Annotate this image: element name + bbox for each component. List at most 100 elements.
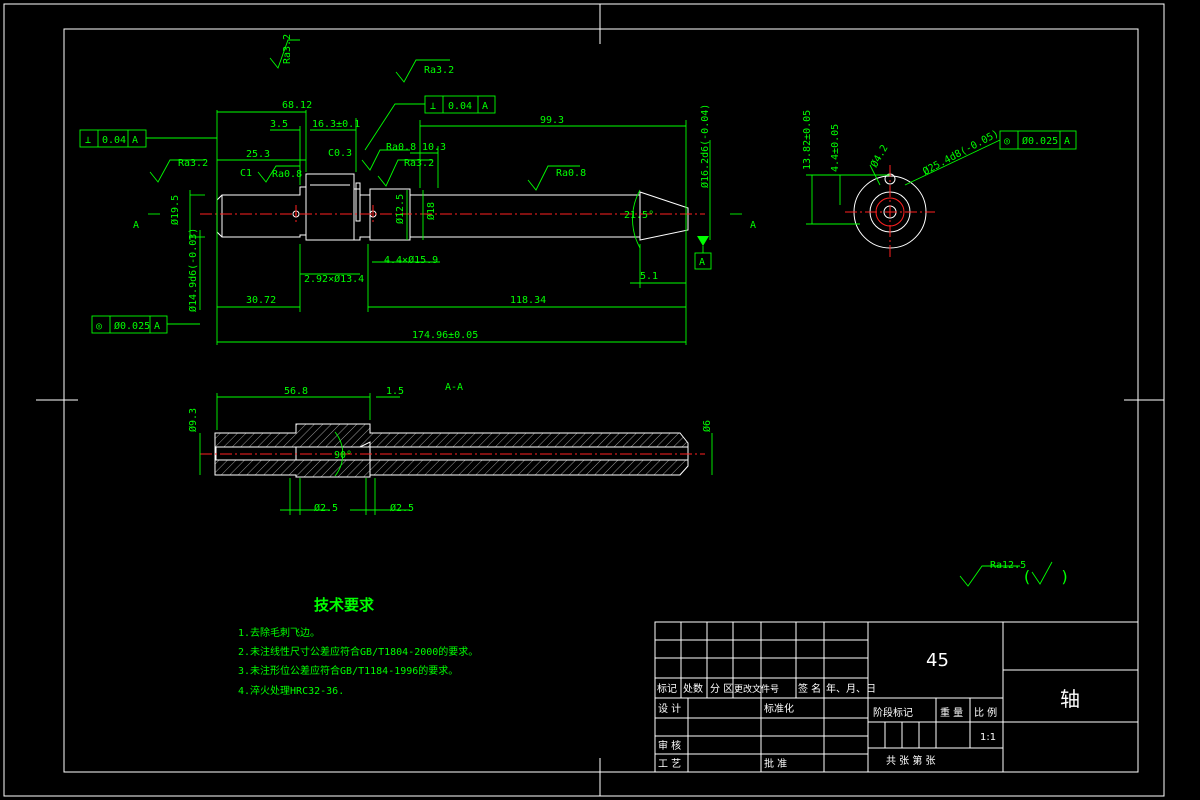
tech-title: 技术要求 [314, 596, 375, 614]
section-view: A-A 56.8 1.5 Ø9.3 Ø6 90° Ø2.5 Ø2.5 [187, 382, 713, 515]
keyway [355, 182, 361, 222]
dim-dia-4-2: Ø4.2 [868, 143, 890, 170]
dim-118-34: 118.34 [510, 295, 546, 306]
dim-dia-2-5-b: Ø2.5 [390, 502, 414, 514]
ra-left: Ra3.2 [178, 158, 208, 169]
dim-dia-12-5: Ø12.5 [394, 194, 406, 224]
dim-2-92x13-4: 2.92×Ø13.4 [304, 273, 364, 285]
scale-label: 比 例 [974, 706, 997, 719]
ra-12-5: Ra12.5 [990, 560, 1026, 571]
dimension-lines [189, 110, 711, 345]
dim-13-82: 13.82±0.05 [802, 110, 813, 170]
dim-dia-25-4: Ø25.4d8(-0.05) [921, 127, 1001, 177]
dim-angle-21-5: 21.5° [624, 210, 654, 221]
section-mark-right: A [750, 220, 756, 231]
tech-item-3: 3.未注形位公差应符合GB/T1184-1996的要求。 [238, 664, 458, 677]
dim-dia-18: Ø18 [425, 202, 437, 220]
sheets-label: 共 张 第 张 [886, 754, 936, 767]
header-mark: 标记 [657, 683, 677, 695]
svg-text:◎: ◎ [96, 321, 102, 332]
paren-close: ) [1060, 567, 1070, 586]
dim-99-3: 99.3 [540, 115, 564, 126]
dim-1-5: 1.5 [386, 386, 404, 397]
title-block: 45 轴 标记 处数 分 区 更改文件号 签 名 年、月、日 设 计 标准化 阶… [654, 621, 1139, 773]
svg-text:◎: ◎ [1004, 136, 1010, 147]
dim-dia-16-2: Ø16.2d6(-0.04) [699, 104, 711, 188]
dim-56-8: 56.8 [284, 386, 308, 397]
ra-0-8-a: Ra0.8 [272, 169, 302, 180]
ra-3-2-b: Ra3.2 [404, 158, 434, 169]
dim-dia-6: Ø6 [701, 420, 713, 432]
svg-text:Ø0.025: Ø0.025 [1022, 135, 1058, 147]
svg-text:A: A [132, 135, 138, 146]
header-sign: 签 名 [798, 682, 821, 695]
roughness-symbols [149, 39, 1020, 587]
dim-10-3: 10.3 [422, 142, 446, 153]
datum-triangle [697, 236, 709, 246]
roughness-check-symbol [1031, 561, 1053, 585]
section-title: A-A [445, 382, 463, 393]
end-dimension-lines [806, 139, 1001, 225]
svg-text:A: A [482, 101, 488, 112]
weight-label: 重 量 [940, 706, 963, 719]
dim-16-3: 16.3±0.1 [312, 119, 360, 130]
stage-label: 阶段标记 [873, 706, 913, 719]
shaft-outline [216, 173, 689, 241]
dim-68-12: 68.12 [282, 100, 312, 111]
front-view: 68.12 3.5 16.3±0.1 99.3 25.3 C0.3 10.3 C… [79, 34, 1020, 587]
dim-30-72: 30.72 [246, 295, 276, 306]
dim-dia-19-5: Ø19.5 [169, 195, 181, 225]
ra-mid: Ra3.2 [424, 65, 454, 76]
header-change-doc: 更改文件号 [734, 683, 779, 695]
section-dimension-lines [199, 393, 713, 515]
ra-0-8-c: Ra0.8 [556, 168, 586, 179]
dim-dia-14-9: Ø14.9d6(-0.03) [187, 228, 199, 312]
technical-requirements: 技术要求 1.去除毛刺飞边。 2.未注线性尺寸公差应符合GB/T1804-200… [238, 596, 478, 697]
header-count: 处数 [683, 682, 703, 695]
svg-text:A: A [1064, 136, 1070, 147]
dim-dia-2-5-a: Ø2.5 [314, 502, 338, 514]
tolerance-concentricity-right: ◎ Ø0.025 A [999, 130, 1077, 150]
process-label: 工 艺 [658, 758, 681, 770]
tolerance-concentricity-left: ◎ Ø0.025 A [91, 315, 200, 334]
svg-text:⊥: ⊥ [85, 135, 91, 146]
material-label: 45 [926, 650, 949, 671]
sheet-frame [3, 3, 1165, 797]
end-view: 13.82±0.05 4.4±0.05 Ø4.2 Ø25.4d8(-0.05) … [802, 110, 1077, 258]
dim-4-4x15-9: 4.4×Ø15.9 [384, 254, 438, 266]
rest-roughness: Ra12.5 ( ) [990, 560, 1070, 586]
design-label: 设 计 [658, 702, 681, 715]
dim-174-96: 174.96±0.05 [412, 330, 478, 341]
dim-c0-3: C0.3 [328, 148, 352, 159]
header-date: 年、月、日 [826, 682, 876, 695]
dim-25-3: 25.3 [246, 149, 270, 160]
svg-text:0.04: 0.04 [102, 135, 126, 146]
review-label: 审 核 [658, 739, 681, 752]
header-zone: 分 区 [710, 683, 733, 695]
svg-text:A: A [154, 321, 160, 332]
dim-3-5: 3.5 [270, 119, 288, 130]
section-mark-left: A [133, 220, 139, 231]
tech-item-2: 2.未注线性尺寸公差应符合GB/T1804-2000的要求。 [238, 645, 478, 658]
paren-open: ( [1022, 567, 1032, 586]
svg-text:0.04: 0.04 [448, 101, 472, 112]
tolerance-perp-top: ⊥ 0.04 A [364, 95, 496, 151]
scale-value: 1:1 [980, 732, 996, 743]
svg-text:Ø0.025: Ø0.025 [114, 320, 150, 332]
part-name: 轴 [1060, 687, 1080, 711]
tolerance-perp-left: ⊥ 0.04 A [79, 129, 217, 148]
approve-label: 批 准 [764, 757, 787, 770]
dim-c1: C1 [240, 168, 252, 179]
dim-5-1: 5.1 [640, 271, 658, 282]
datum-box [694, 252, 712, 270]
dim-dia-9-3: Ø9.3 [187, 408, 199, 432]
svg-text:⊥: ⊥ [430, 101, 436, 112]
tech-item-1: 1.去除毛刺飞边。 [238, 626, 320, 639]
ra-0-8-b: Ra0.8 [386, 142, 416, 153]
dim-4-4: 4.4±0.05 [830, 124, 841, 172]
tech-item-4: 4.淬火处理HRC32-36. [238, 684, 344, 697]
outer-border [3, 3, 1165, 797]
standard-label: 标准化 [764, 702, 794, 715]
dim-angle-90: 90° [334, 450, 352, 461]
